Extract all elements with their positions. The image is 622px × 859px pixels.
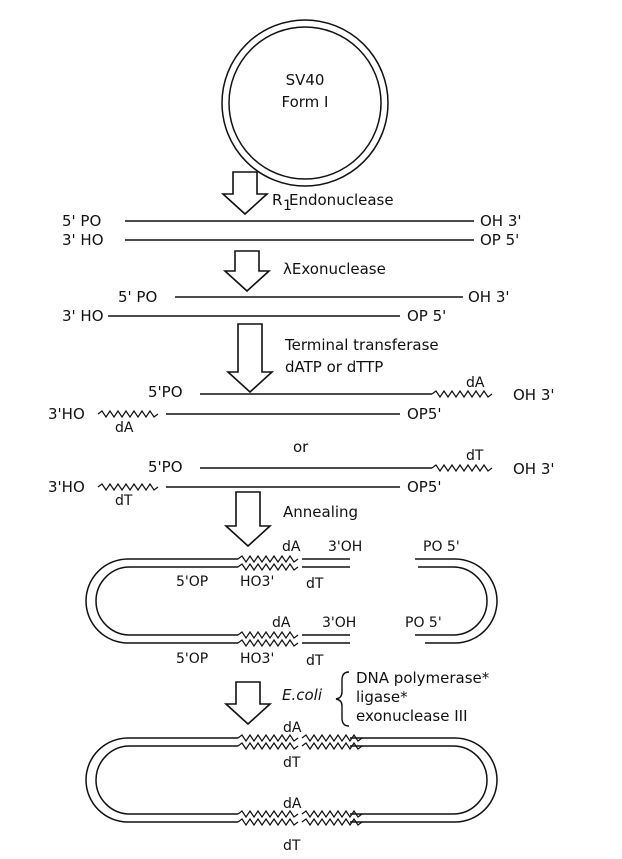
step-arrow-5 — [223, 681, 273, 726]
svg-text:dA: dA — [115, 420, 134, 436]
sv40-form-i-plasmid: SV40 Form I — [221, 19, 389, 187]
da-tailed-duplex: 5'PO dA OH 3' 3'HO dA OP5' — [48, 375, 555, 436]
svg-text:DNA polymerase*: DNA polymerase* — [356, 669, 490, 687]
svg-text:3'HO: 3'HO — [48, 405, 85, 423]
svg-text:5' PO: 5' PO — [118, 288, 157, 306]
plasmid-form: Form I — [282, 93, 329, 111]
svg-text:3' HO: 3' HO — [62, 231, 104, 249]
svg-text:R: R — [272, 191, 282, 209]
step-label-annealing: Annealing — [283, 503, 358, 521]
svg-text:5'PO: 5'PO — [148, 458, 183, 476]
svg-text:PO 5': PO 5' — [405, 615, 442, 631]
exonuclease-trimmed-duplex: 5' PO OH 3' 3' HO OP 5' — [62, 288, 510, 325]
step-arrow-1 — [220, 171, 270, 216]
step-label-terminal-transferase: Terminal transferase — [284, 336, 439, 354]
svg-text:exonuclease III: exonuclease III — [356, 707, 468, 725]
plasmid-name: SV40 — [286, 71, 325, 89]
svg-text:Endonuclease: Endonuclease — [289, 191, 394, 209]
svg-text:OH 3': OH 3' — [513, 460, 555, 478]
svg-text:dT: dT — [283, 838, 301, 854]
step-label-lambda-exonuclease: λExonuclease — [283, 260, 386, 278]
step-label-dntp: dATP or dTTP — [285, 358, 383, 376]
svg-text:dT: dT — [306, 576, 324, 592]
svg-text:OP5': OP5' — [407, 478, 442, 496]
svg-text:5'PO: 5'PO — [148, 383, 183, 401]
svg-text:dT: dT — [115, 493, 133, 509]
svg-text:PO 5': PO 5' — [423, 539, 460, 555]
svg-text:3'HO: 3'HO — [48, 478, 85, 496]
svg-text:HO3': HO3' — [240, 651, 274, 667]
svg-text:OH 3': OH 3' — [480, 212, 522, 230]
svg-text:dT: dT — [306, 653, 324, 669]
svg-text:1: 1 — [283, 198, 292, 214]
svg-text:dT: dT — [466, 448, 484, 464]
svg-text:OH 3': OH 3' — [468, 288, 510, 306]
svg-text:dA: dA — [283, 796, 302, 812]
or-label: or — [293, 438, 309, 456]
brace-icon — [335, 671, 350, 727]
annealed-hybrid-circle: dA 3'OH PO 5' 5'OP HO3' dT dA 3'OH PO 5'… — [85, 539, 498, 669]
dt-tailed-duplex: 5'PO dT OH 3' 3'HO dT OP5' — [48, 448, 555, 509]
step-arrow-3 — [225, 323, 275, 394]
svg-text:OH 3': OH 3' — [513, 386, 555, 404]
svg-text:3' HO: 3' HO — [62, 307, 104, 325]
step-arrow-4 — [223, 491, 273, 548]
svg-text:5'OP: 5'OP — [176, 574, 208, 590]
svg-text:dT: dT — [283, 755, 301, 771]
step-arrow-2 — [222, 250, 272, 293]
svg-text:dA: dA — [283, 720, 302, 736]
svg-text:dA: dA — [272, 615, 291, 631]
covalently-closed-circle: dA dT dA dT — [85, 720, 498, 854]
step-label-ecoli-enzymes: E.coli DNA polymerase* ligase* exonuclea… — [282, 669, 490, 727]
svg-text:5'OP: 5'OP — [176, 651, 208, 667]
svg-text:dA: dA — [282, 539, 301, 555]
svg-text:3'OH: 3'OH — [322, 615, 356, 631]
linear-duplex: 5' PO OH 3' 3' HO OP 5' — [62, 212, 522, 249]
svg-text:3'OH: 3'OH — [328, 539, 362, 555]
svg-text:OP5': OP5' — [407, 405, 442, 423]
svg-text:E.coli: E.coli — [282, 686, 323, 704]
svg-text:HO3': HO3' — [240, 574, 274, 590]
svg-text:OP 5': OP 5' — [407, 307, 446, 325]
svg-text:5' PO: 5' PO — [62, 212, 101, 230]
svg-text:OP 5': OP 5' — [480, 231, 519, 249]
svg-text:dA: dA — [466, 375, 485, 391]
svg-text:ligase*: ligase* — [356, 688, 408, 706]
step-label-r1-endonuclease: R 1 Endonuclease — [272, 191, 394, 214]
